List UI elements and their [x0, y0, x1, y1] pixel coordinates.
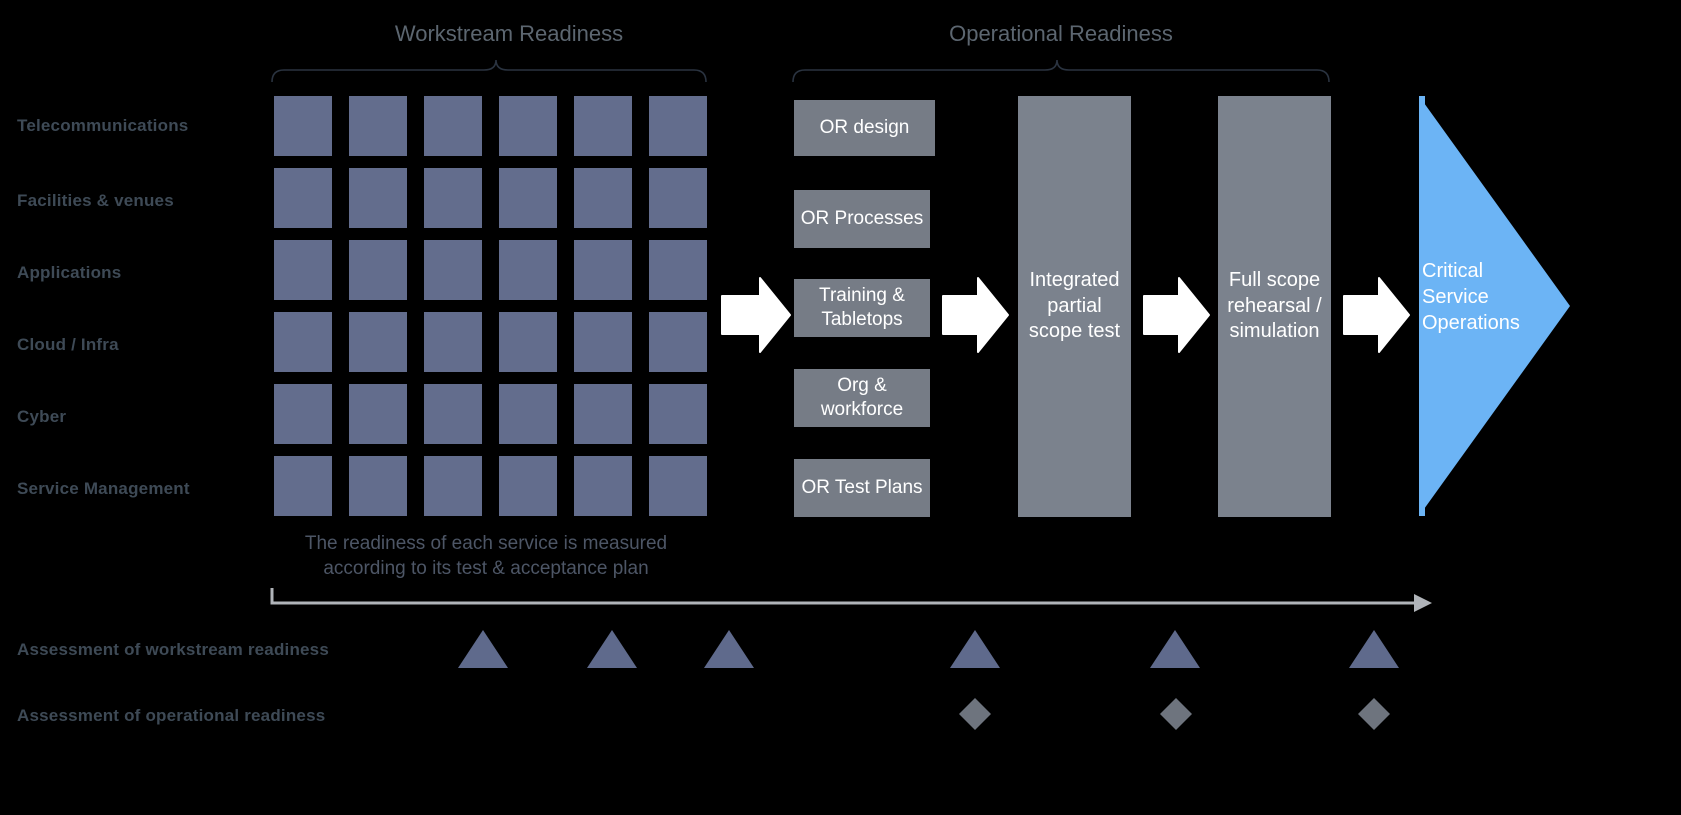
operational-assessment-marker — [1160, 698, 1192, 730]
readiness-cell-cloud-infra-col-6[interactable] — [649, 312, 707, 372]
grid-caption-line-1: The readiness of each service is measure… — [304, 533, 668, 554]
phase-integrated-partial-scope-test[interactable]: Integrated partial scope test — [1018, 96, 1131, 517]
readiness-cell-applications-col-2[interactable] — [349, 240, 407, 300]
readiness-cell-applications-col-1[interactable] — [274, 240, 332, 300]
readiness-cell-cloud-infra-col-2[interactable] — [349, 312, 407, 372]
readiness-cell-applications-col-3[interactable] — [424, 240, 482, 300]
readiness-cell-facilities-venues-col-6[interactable] — [649, 168, 707, 228]
row-label-applications: Applications — [17, 263, 122, 282]
readiness-cell-service-management-col-6[interactable] — [649, 456, 707, 516]
section-title-workstream-readiness: Workstream Readiness — [394, 21, 624, 46]
flow-arrow-4-icon — [1343, 277, 1410, 353]
workstream-assessment-marker — [587, 630, 637, 668]
readiness-cell-cyber-col-3[interactable] — [424, 384, 482, 444]
readiness-cell-service-management-col-5[interactable] — [574, 456, 632, 516]
readiness-cell-telecommunications-col-6[interactable] — [649, 96, 707, 156]
row-label-cyber: Cyber — [17, 407, 67, 426]
workstream-brace — [271, 59, 707, 83]
readiness-cell-facilities-venues-col-3[interactable] — [424, 168, 482, 228]
or-activity-or-design[interactable]: OR design — [794, 100, 935, 156]
section-title-operational-readiness: Operational Readiness — [949, 21, 1173, 46]
or-activity-org-workforce[interactable]: Org & workforce — [794, 369, 930, 427]
critical-service-operations-label: Critical Service Operations — [1422, 260, 1520, 334]
flow-arrow-1-icon — [721, 277, 791, 353]
readiness-cell-cloud-infra-col-5[interactable] — [574, 312, 632, 372]
readiness-cell-telecommunications-col-4[interactable] — [499, 96, 557, 156]
grid-caption-line-2: according to its test & acceptance plan — [323, 557, 649, 579]
readiness-cell-cyber-col-4[interactable] — [499, 384, 557, 444]
workstream-assessment-marker — [458, 630, 508, 668]
row-label-facilities-venues: Facilities & venues — [17, 191, 174, 210]
grid-caption: The readiness of each service is measure… — [246, 532, 726, 581]
assessment-label-operational: Assessment of operational readiness — [17, 706, 326, 725]
assessment-label-workstream: Assessment of workstream readiness — [17, 640, 329, 659]
readiness-cell-cyber-col-2[interactable] — [349, 384, 407, 444]
operational-assessment-marker — [1358, 698, 1390, 730]
phase-full-scope-rehearsal-simulation[interactable]: Full scope rehearsal / simulation — [1218, 96, 1331, 517]
readiness-cell-applications-col-5[interactable] — [574, 240, 632, 300]
workstream-assessment-marker — [950, 630, 1000, 668]
readiness-cell-facilities-venues-col-5[interactable] — [574, 168, 632, 228]
workstream-assessment-marker — [1150, 630, 1200, 668]
flow-arrow-2-icon — [942, 277, 1009, 353]
readiness-cell-applications-col-6[interactable] — [649, 240, 707, 300]
readiness-cell-service-management-col-3[interactable] — [424, 456, 482, 516]
readiness-cell-telecommunications-col-2[interactable] — [349, 96, 407, 156]
readiness-cell-cloud-infra-col-1[interactable] — [274, 312, 332, 372]
or-activity-or-processes[interactable]: OR Processes — [794, 190, 930, 248]
readiness-cell-applications-col-4[interactable] — [499, 240, 557, 300]
workstream-assessment-marker — [704, 630, 754, 668]
or-activity-or-test-plans[interactable]: OR Test Plans — [794, 459, 930, 517]
operational-assessment-marker — [959, 698, 991, 730]
row-label-service-management: Service Management — [17, 479, 190, 498]
timeline-arrowhead — [1414, 594, 1432, 612]
readiness-cell-facilities-venues-col-1[interactable] — [274, 168, 332, 228]
readiness-cell-cyber-col-5[interactable] — [574, 384, 632, 444]
readiness-cell-cloud-infra-col-4[interactable] — [499, 312, 557, 372]
readiness-cell-service-management-col-2[interactable] — [349, 456, 407, 516]
readiness-cell-service-management-col-1[interactable] — [274, 456, 332, 516]
operational-brace — [792, 59, 1330, 83]
readiness-cell-cyber-col-6[interactable] — [649, 384, 707, 444]
or-activity-training-tabletops[interactable]: Training & Tabletops — [794, 279, 930, 337]
readiness-cell-cyber-col-1[interactable] — [274, 384, 332, 444]
readiness-cell-telecommunications-col-1[interactable] — [274, 96, 332, 156]
workstream-assessment-marker — [1349, 630, 1399, 668]
readiness-cell-facilities-venues-col-4[interactable] — [499, 168, 557, 228]
readiness-cell-telecommunications-col-5[interactable] — [574, 96, 632, 156]
readiness-cell-telecommunications-col-3[interactable] — [424, 96, 482, 156]
timeline-axis — [270, 588, 1415, 605]
readiness-cell-service-management-col-4[interactable] — [499, 456, 557, 516]
row-label-telecommunications: Telecommunications — [17, 116, 189, 135]
row-label-cloud-infra: Cloud / Infra — [17, 335, 119, 354]
readiness-cell-facilities-venues-col-2[interactable] — [349, 168, 407, 228]
readiness-cell-cloud-infra-col-3[interactable] — [424, 312, 482, 372]
flow-arrow-3-icon — [1143, 277, 1210, 353]
